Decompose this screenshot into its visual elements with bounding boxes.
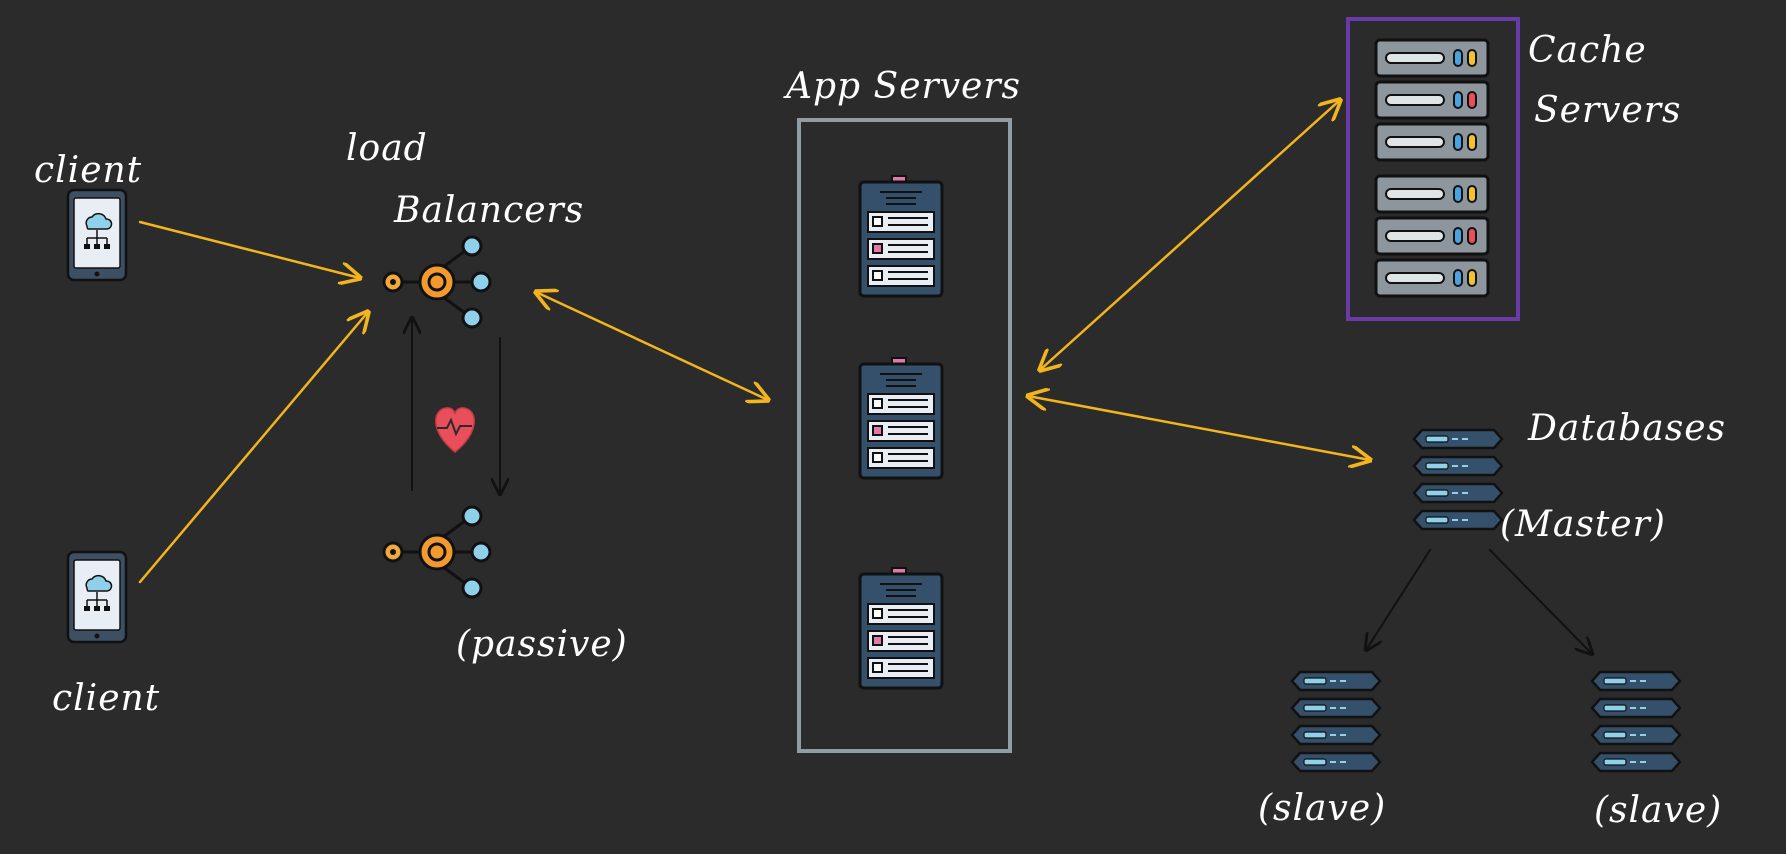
database-stack-icon xyxy=(1590,697,1682,719)
database-stack-icon xyxy=(1412,509,1504,531)
arrow-app-db-bidirectional xyxy=(1028,396,1370,460)
database-stack-icon xyxy=(1412,428,1504,450)
arrow-master-to-slave xyxy=(1489,549,1592,654)
server-rack-icon xyxy=(858,356,944,480)
passive-label: (passive) xyxy=(456,624,628,665)
network-hub-icon xyxy=(382,505,492,599)
arrow-master-to-slave xyxy=(1366,549,1431,650)
app-servers-group-box xyxy=(797,118,1012,753)
cache-servers-group-box xyxy=(1346,17,1520,321)
databases-label: Databases xyxy=(1527,408,1726,449)
server-rack-icon xyxy=(858,174,944,298)
database-stack-icon xyxy=(1290,670,1382,692)
app-servers-label: App Servers xyxy=(783,66,1021,107)
arrow-client-to-lb xyxy=(138,312,368,584)
heart-pulse-icon xyxy=(435,407,475,453)
database-stack-icon xyxy=(1290,724,1382,746)
cache-servers-label-line1: Cache xyxy=(1528,30,1647,71)
database-stack-icon xyxy=(1412,455,1504,477)
cache-servers-label-line2: Servers xyxy=(1534,90,1682,131)
client-top: client xyxy=(34,150,142,282)
database-stack-icon xyxy=(1590,751,1682,773)
arrow-lb-app-bidirectional xyxy=(536,292,768,400)
load-balancers-label-line2: Balancers xyxy=(393,190,584,231)
arrow-client-to-lb xyxy=(138,220,360,278)
master-label: (Master) xyxy=(1500,504,1666,545)
slave-right-label: (slave) xyxy=(1594,790,1722,831)
database-stack-icon xyxy=(1412,482,1504,504)
arrow-app-cache-bidirectional xyxy=(1040,100,1340,370)
database-stack-slave-right xyxy=(1590,670,1682,773)
database-stack-icon xyxy=(1590,670,1682,692)
load-balancers-label-line1: load xyxy=(346,128,428,169)
client-top-label: client xyxy=(34,150,142,191)
database-stack-master xyxy=(1412,428,1504,531)
server-rack-icon xyxy=(858,566,944,690)
database-stack-icon xyxy=(1290,697,1382,719)
client-bottom: client xyxy=(52,550,160,719)
tablet-cloud-icon xyxy=(66,188,128,282)
cache-server-stack xyxy=(1374,38,1490,298)
database-stack-icon xyxy=(1290,751,1382,773)
database-stack-slave-left xyxy=(1290,670,1382,773)
database-stack-icon xyxy=(1590,724,1682,746)
client-bottom-label: client xyxy=(52,678,160,719)
network-hub-icon xyxy=(382,235,492,329)
tablet-cloud-icon xyxy=(66,550,128,644)
slave-left-label: (slave) xyxy=(1258,788,1386,829)
